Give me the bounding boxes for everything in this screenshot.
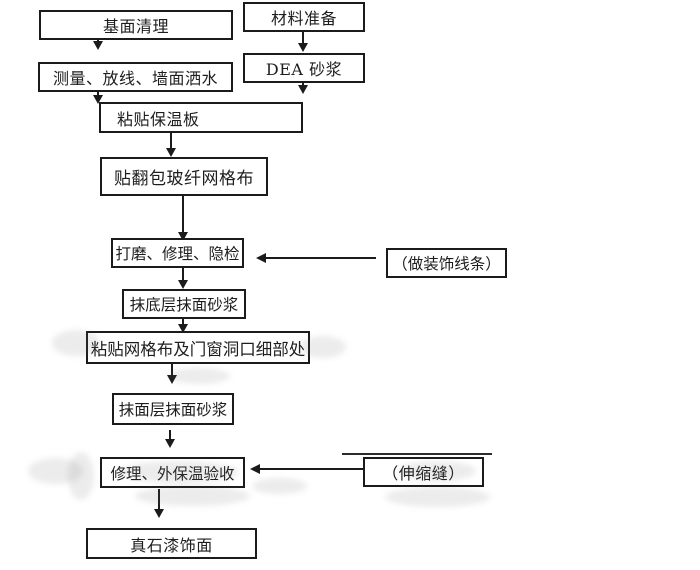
scan-artifact — [68, 452, 94, 500]
arrow-material-prep-to-dea — [298, 32, 308, 52]
arrow-base-coat-to-mesh-detail — [178, 319, 188, 333]
flow-node-decor-lines: （做装饰线条） — [386, 248, 507, 278]
arrow-finish-coat-to-repair-accept — [165, 430, 175, 448]
arrow-measure-to-paste-board — [93, 92, 103, 104]
arrow-polish-to-base-coat — [178, 268, 188, 289]
arrow-decor-lines-to-polish — [256, 253, 376, 263]
arrow-mesh-wrap-to-polish — [178, 196, 188, 241]
arrow-expansion-joint-to-repair-accept — [250, 464, 363, 474]
flow-node-stone-paint: 真石漆饰面 — [86, 528, 257, 559]
scan-artifact — [385, 487, 490, 507]
flow-node-repair-accept: 修理、外保温验收 — [100, 457, 245, 488]
scan-artifact — [135, 486, 250, 506]
flow-node-base-clean: 基面清理 — [39, 10, 233, 40]
flow-node-finish-coat: 抹面层抹面砂浆 — [112, 393, 234, 425]
arrow-paste-board-to-mesh-wrap — [166, 133, 176, 157]
flow-node-measure: 测量、放线、墙面洒水 — [38, 62, 233, 92]
flow-node-mesh-detail: 粘贴网格布及门窗洞口细部处 — [86, 331, 310, 364]
scan-artifact — [168, 368, 230, 384]
flow-node-paste-board: 粘贴保温板 — [99, 102, 303, 133]
arrow-repair-accept-to-stone-paint — [154, 489, 164, 518]
arrow-mesh-detail-to-finish-coat — [167, 364, 177, 384]
scan-artifact — [28, 458, 83, 484]
stray-line — [342, 453, 492, 455]
flow-node-dea-mortar: DEA 砂浆 — [243, 53, 365, 83]
flow-node-base-coat: 抹底层抹面砂浆 — [122, 289, 246, 319]
flow-node-expansion-joint: （伸缩缝） — [363, 457, 484, 487]
arrow-dea-to-paste-board — [298, 83, 308, 94]
scan-artifact — [252, 478, 307, 494]
flow-node-mesh-wrap: 贴翻包玻纤网格布 — [100, 157, 268, 196]
flow-node-material-prep: 材料准备 — [243, 2, 365, 32]
flow-node-polish: 打磨、修理、隐检 — [111, 238, 244, 268]
